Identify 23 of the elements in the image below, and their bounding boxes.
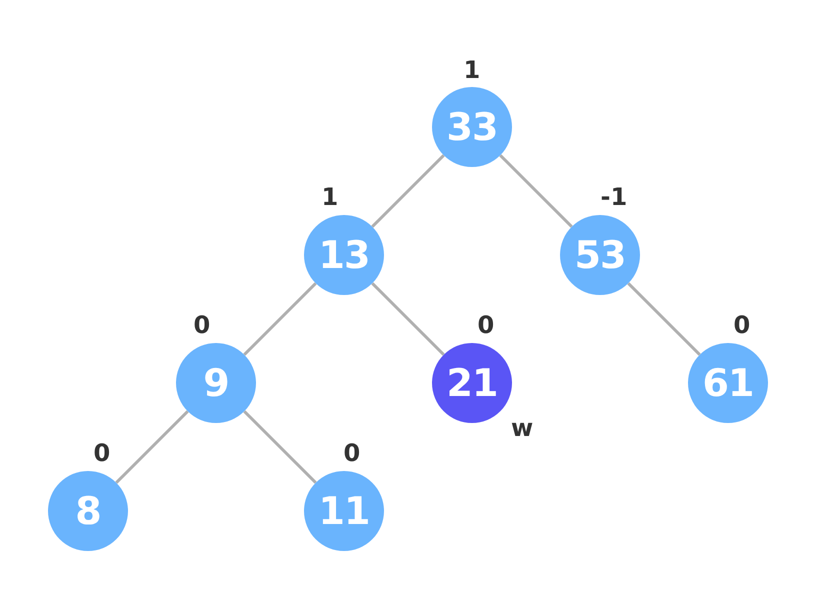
node-value: 13 [318, 233, 370, 277]
balance-factor: 1 [464, 56, 480, 84]
node-value: 8 [75, 489, 101, 533]
balance-factor: 0 [94, 439, 110, 467]
tree-edge [371, 154, 445, 228]
balance-factor: -1 [600, 183, 628, 211]
tree-edge [115, 410, 189, 484]
balance-factor: 0 [734, 311, 750, 339]
node-value: 11 [318, 489, 370, 533]
node-value: 53 [574, 233, 626, 277]
node-value: 21 [446, 361, 498, 405]
balance-factor: 1 [322, 183, 338, 211]
tree-edge [243, 282, 317, 356]
tree-edge [499, 154, 573, 228]
tree-edge [371, 282, 445, 356]
node-value: 33 [446, 105, 498, 149]
node-value: 9 [203, 361, 229, 405]
balance-factor: 0 [478, 311, 494, 339]
tree-edge [243, 410, 317, 484]
node-value: 61 [702, 361, 754, 405]
balance-factor: 0 [194, 311, 210, 339]
node-label: w [511, 414, 534, 442]
balance-factor: 0 [344, 439, 360, 467]
